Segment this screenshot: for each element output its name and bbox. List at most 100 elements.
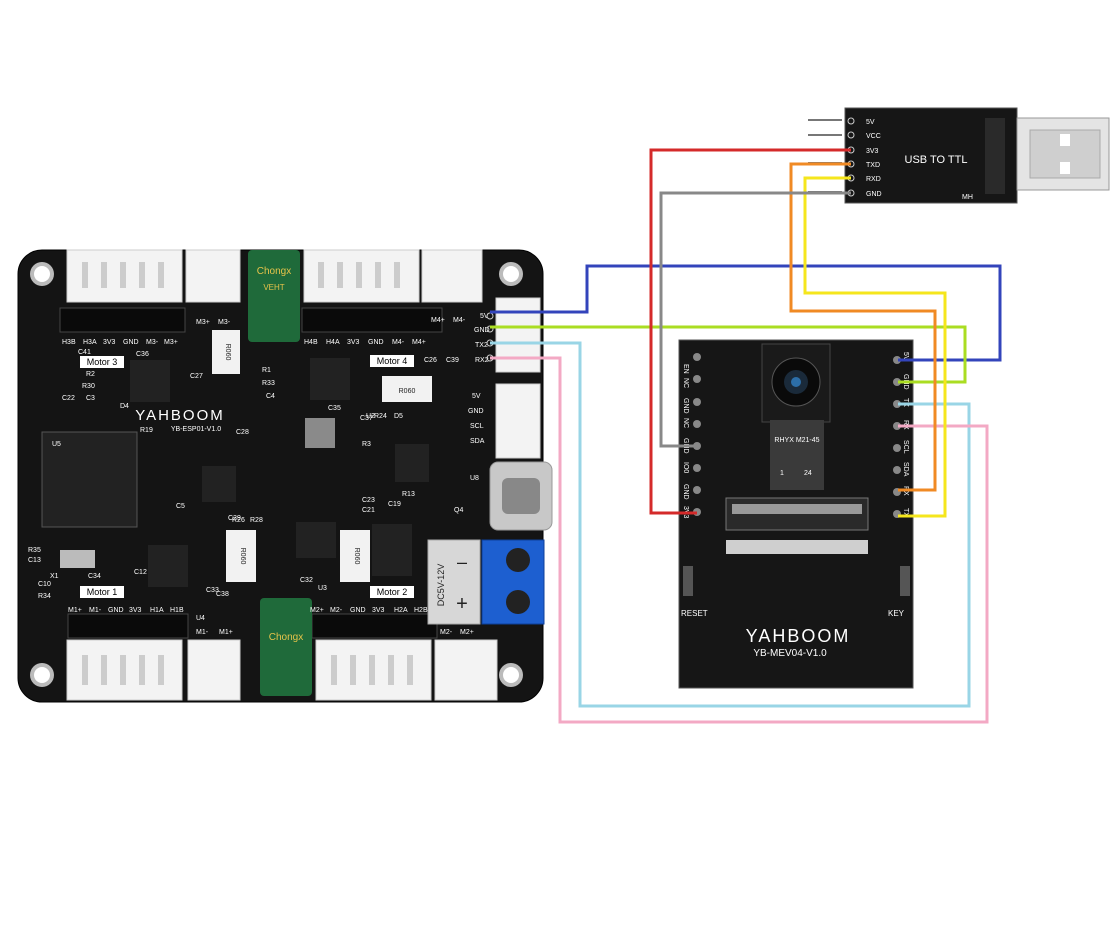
pin-label: GND: [682, 398, 689, 414]
component-ref: R26: [232, 517, 245, 524]
wire-usb-txd: [789, 162, 937, 492]
component-ref: C41: [78, 349, 91, 356]
component-ref: R2: [86, 371, 95, 378]
component-ref: R33: [262, 380, 275, 387]
wire-5v: [490, 264, 1002, 362]
component-ref: R3: [362, 441, 371, 448]
small-m-label: M1+: [219, 629, 233, 636]
wire-usb-rxd: [803, 176, 947, 518]
camera-left-pins: EN NC GND NC GND IO0 GND 3V3: [682, 364, 689, 519]
component-ref: C19: [388, 501, 401, 508]
component-ref: X1: [50, 573, 59, 580]
component-ref: R28: [250, 517, 263, 524]
pin-label: SCL: [470, 423, 484, 430]
i2c-pin-labels: 5V GND SCL SDA: [468, 393, 485, 445]
header-label: H3B: [62, 339, 76, 346]
header-label: 3V3: [372, 607, 385, 614]
motor2-pin-header: [311, 613, 438, 639]
pin-label: 5V: [472, 393, 481, 400]
component-ref: R34: [38, 593, 51, 600]
header-label: H1A: [150, 607, 164, 614]
pin-label: RX2: [475, 357, 489, 364]
motor1-pin-header: [67, 613, 189, 639]
header-label: M2-: [330, 607, 343, 614]
motor-labels: Motor 3 Motor 4 Motor 1 Motor 2: [80, 355, 414, 598]
header-label: M1-: [89, 607, 102, 614]
shunt-resistor: [212, 330, 240, 374]
component-ref: U3: [318, 585, 327, 592]
small-m-label: M2+: [460, 629, 474, 636]
pin-label: GND: [468, 408, 484, 415]
power-label: DC5V-12V: [436, 564, 446, 607]
header-label: GND: [123, 339, 139, 346]
component-ref: U2: [366, 413, 375, 420]
motor1-power-connector: [187, 639, 241, 701]
wires: [490, 148, 1002, 724]
component-ref: C21: [362, 507, 375, 514]
small-m-label: M4-: [453, 317, 466, 324]
header-label: GND: [368, 339, 384, 346]
resistor-code: R060: [224, 344, 231, 361]
key-button[interactable]: [900, 566, 910, 596]
component-ref: R1: [262, 367, 271, 374]
component-ref: C36: [136, 351, 149, 358]
reset-label: RESET: [681, 609, 708, 618]
header-label: M1+: [68, 607, 82, 614]
pin-label: RXD: [866, 176, 881, 183]
crystal: [60, 550, 95, 568]
motor-driver-ic: [148, 545, 188, 587]
component-ref: R24: [374, 413, 387, 420]
header-label: GND: [108, 607, 124, 614]
component-ref: C34: [88, 573, 101, 580]
small-m-label: M3+: [196, 319, 210, 326]
usb-ttl-title: USB TO TTL: [905, 154, 968, 166]
header-label: 3V3: [347, 339, 360, 346]
component-ref: D4: [120, 403, 129, 410]
component-ref: R30: [82, 383, 95, 390]
ic: [296, 522, 336, 558]
motor-driver-board: Chongx VEHT Chongx R060 R060 R060 R060 D…: [17, 249, 553, 703]
bottom-header-labels: M1+ M1- GND 3V3 H1A H1B M2+ M2- GND 3V3 …: [68, 607, 428, 614]
resistor-code: R060: [399, 388, 416, 395]
pin-label: VCC: [866, 133, 881, 140]
wire-usb-3v3: [649, 148, 851, 515]
component-ref: C12: [134, 569, 147, 576]
ribbon-pin-24: 24: [804, 470, 812, 477]
inductor: [305, 418, 335, 448]
usb-ttl-module: 5V VCC 3V3 TXD RXD GND USB TO TTL MH: [808, 107, 1110, 204]
motor4-power-connector: [421, 249, 483, 303]
pin-label: TXD: [866, 162, 880, 169]
small-m-label: M1-: [196, 629, 209, 636]
pin-label: EN: [682, 364, 689, 374]
power-polarity-plus: +: [456, 593, 468, 615]
component-ref: U8: [470, 475, 479, 482]
component-ref: C22: [62, 395, 75, 402]
uart-connector: [495, 297, 541, 373]
usb-ttl-mark: MH: [962, 194, 973, 201]
right-pin-labels: 5V GND TX2 RX2: [474, 313, 490, 364]
i2c-connector: [495, 383, 541, 459]
pin-label: 5V: [480, 313, 489, 320]
electrolytic-capacitor: [248, 250, 300, 342]
ribbon-pin-1: 1: [780, 470, 784, 477]
header-label: GND: [350, 607, 366, 614]
capacitor-brand: Chongx: [257, 266, 291, 277]
reset-button[interactable]: [683, 566, 693, 596]
fpc-latch: [726, 540, 868, 554]
component-ref: C28: [236, 429, 249, 436]
component-ref: C26: [424, 357, 437, 364]
motor-label: Motor 1: [87, 587, 118, 597]
header-label: M3+: [164, 339, 178, 346]
motor2-power-connector: [434, 639, 498, 701]
pin-label: 3V3: [866, 148, 879, 155]
component-ref: C13: [28, 557, 41, 564]
capacitor-series: VEHT: [263, 283, 284, 292]
small-m-label: M3-: [218, 319, 231, 326]
header-label: M3-: [146, 339, 159, 346]
pin-label: SCL: [902, 440, 909, 454]
header-label: H3A: [83, 339, 97, 346]
wire-tx2: [490, 341, 971, 708]
component-ref: R19: [140, 427, 153, 434]
